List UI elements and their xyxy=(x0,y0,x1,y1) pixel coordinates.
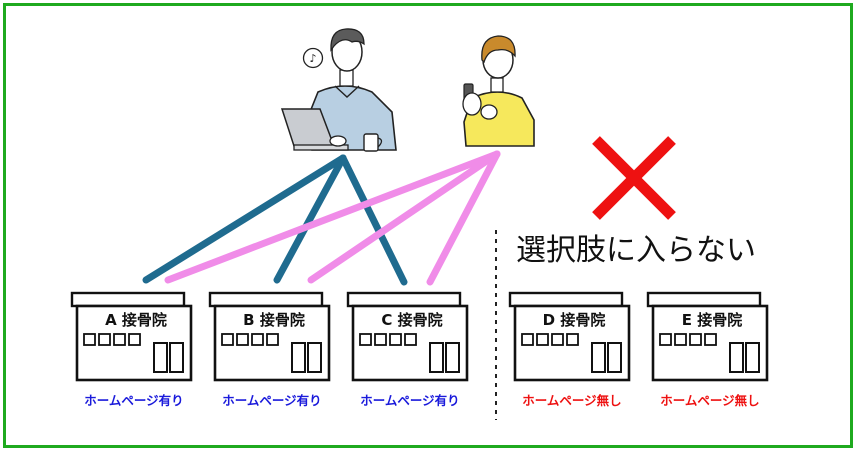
laptop-user-illustration: ♪ xyxy=(280,28,397,152)
phone-line-to-a xyxy=(164,150,501,284)
clinic-name: D 接骨院 xyxy=(543,311,606,329)
building-roof xyxy=(646,291,762,308)
building-window xyxy=(659,333,672,346)
building-window xyxy=(113,333,126,346)
music-note-glyph: ♪ xyxy=(309,52,316,65)
building-door-left xyxy=(153,342,168,373)
pc-line-to-a xyxy=(142,154,347,284)
building-door-right xyxy=(169,342,184,373)
cross-mark-icon xyxy=(592,136,676,220)
building-window xyxy=(251,333,264,346)
pc-line-to-b xyxy=(273,154,347,284)
clinic-name: A 接骨院 xyxy=(105,311,167,329)
building-window xyxy=(236,333,249,346)
phone-line-to-b xyxy=(307,150,501,284)
building-door-left xyxy=(591,342,606,373)
building-window xyxy=(359,333,372,346)
building-window xyxy=(521,333,534,346)
building-roof xyxy=(70,291,186,308)
building-door-right xyxy=(445,342,460,373)
clinic-name: E 接骨院 xyxy=(682,311,742,329)
music-note-icon: ♪ xyxy=(302,47,324,69)
building-door-right xyxy=(607,342,622,373)
building-window xyxy=(221,333,234,346)
building-window xyxy=(266,333,279,346)
exclusion-heading: 選択肢に入らない xyxy=(516,233,756,268)
homepage-status-caption: ホームページ有り xyxy=(222,393,321,408)
building-door-right xyxy=(745,342,760,373)
building-roof xyxy=(346,291,462,308)
building-window xyxy=(404,333,417,346)
building-door-right xyxy=(307,342,322,373)
homepage-status-caption: ホームページ有り xyxy=(360,393,459,408)
pc-connection-lines xyxy=(142,154,408,286)
building-window xyxy=(674,333,687,346)
building-window xyxy=(98,333,111,346)
building-window xyxy=(551,333,564,346)
diagram-frame xyxy=(3,3,853,448)
building-window xyxy=(389,333,402,346)
clinic-name: B 接骨院 xyxy=(243,311,305,329)
pc-line-to-c xyxy=(339,154,408,286)
building-roof xyxy=(208,291,324,308)
building-door-left xyxy=(291,342,306,373)
phone-user-illustration xyxy=(462,35,535,147)
building-window xyxy=(704,333,717,346)
building-door-left xyxy=(429,342,444,373)
homepage-status-caption: ホームページ無し xyxy=(660,393,759,408)
homepage-status-caption: ホームページ有り xyxy=(84,393,183,408)
building-roof xyxy=(508,291,624,308)
building-window xyxy=(374,333,387,346)
building-window xyxy=(566,333,579,346)
building-door-left xyxy=(729,342,744,373)
phone-line-to-c xyxy=(426,150,501,286)
building-window xyxy=(689,333,702,346)
building-window xyxy=(128,333,141,346)
phone-connection-lines xyxy=(164,150,501,286)
building-window xyxy=(536,333,549,346)
clinic-name: C 接骨院 xyxy=(381,311,442,329)
building-window xyxy=(83,333,96,346)
homepage-status-caption: ホームページ無し xyxy=(522,393,621,408)
